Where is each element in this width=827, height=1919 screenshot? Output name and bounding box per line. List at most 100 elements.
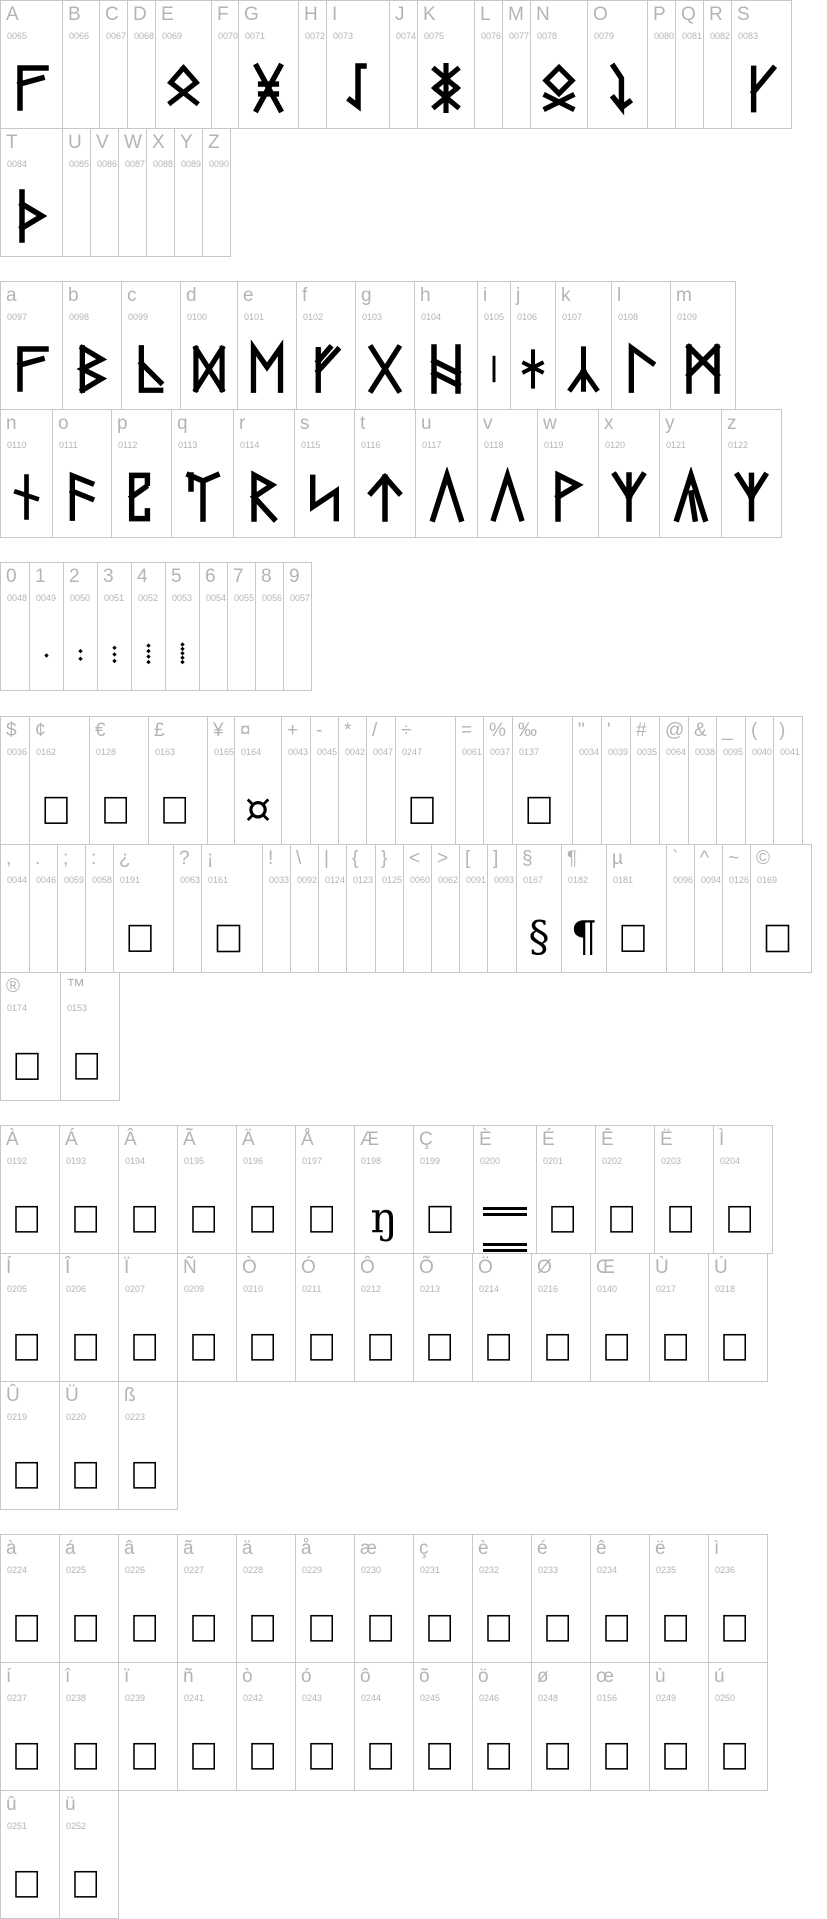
glyph-cell[interactable]: [0091 <box>459 844 488 973</box>
glyph-cell[interactable]: §0167§ <box>516 844 562 973</box>
glyph-cell[interactable]: >0062 <box>431 844 460 973</box>
glyph-cell[interactable]: .0046 <box>29 844 58 973</box>
glyph-cell[interactable]: @0064 <box>659 716 689 845</box>
glyph-cell[interactable]: !0033 <box>262 844 291 973</box>
glyph-cell[interactable]: )0041 <box>773 716 803 845</box>
glyph-cell[interactable]: /0047 <box>366 716 396 845</box>
glyph-cell[interactable]: ‰0137 <box>512 716 573 845</box>
glyph-cell[interactable]: £0163 <box>148 716 208 845</box>
glyph-cell[interactable]: ,0044 <box>0 844 30 973</box>
glyph-cell[interactable]: #0035 <box>630 716 660 845</box>
glyph-cell[interactable]: ¢0162 <box>29 716 90 845</box>
glyph-cell[interactable]: ¶0182¶ <box>561 844 607 973</box>
glyph-cell[interactable]: ^0094 <box>694 844 723 973</box>
glyph-cell[interactable]: ®0174 <box>0 972 61 1101</box>
glyph-cell[interactable]: -0045 <box>310 716 339 845</box>
glyph-cell[interactable]: ?0063 <box>173 844 202 973</box>
glyph-cell[interactable]: %0037 <box>483 716 513 845</box>
glyph-cell[interactable]: <0060 <box>403 844 432 973</box>
glyph-cell[interactable]: ¤0164¤ <box>234 716 282 845</box>
glyph-cell[interactable]: ~0126 <box>722 844 751 973</box>
